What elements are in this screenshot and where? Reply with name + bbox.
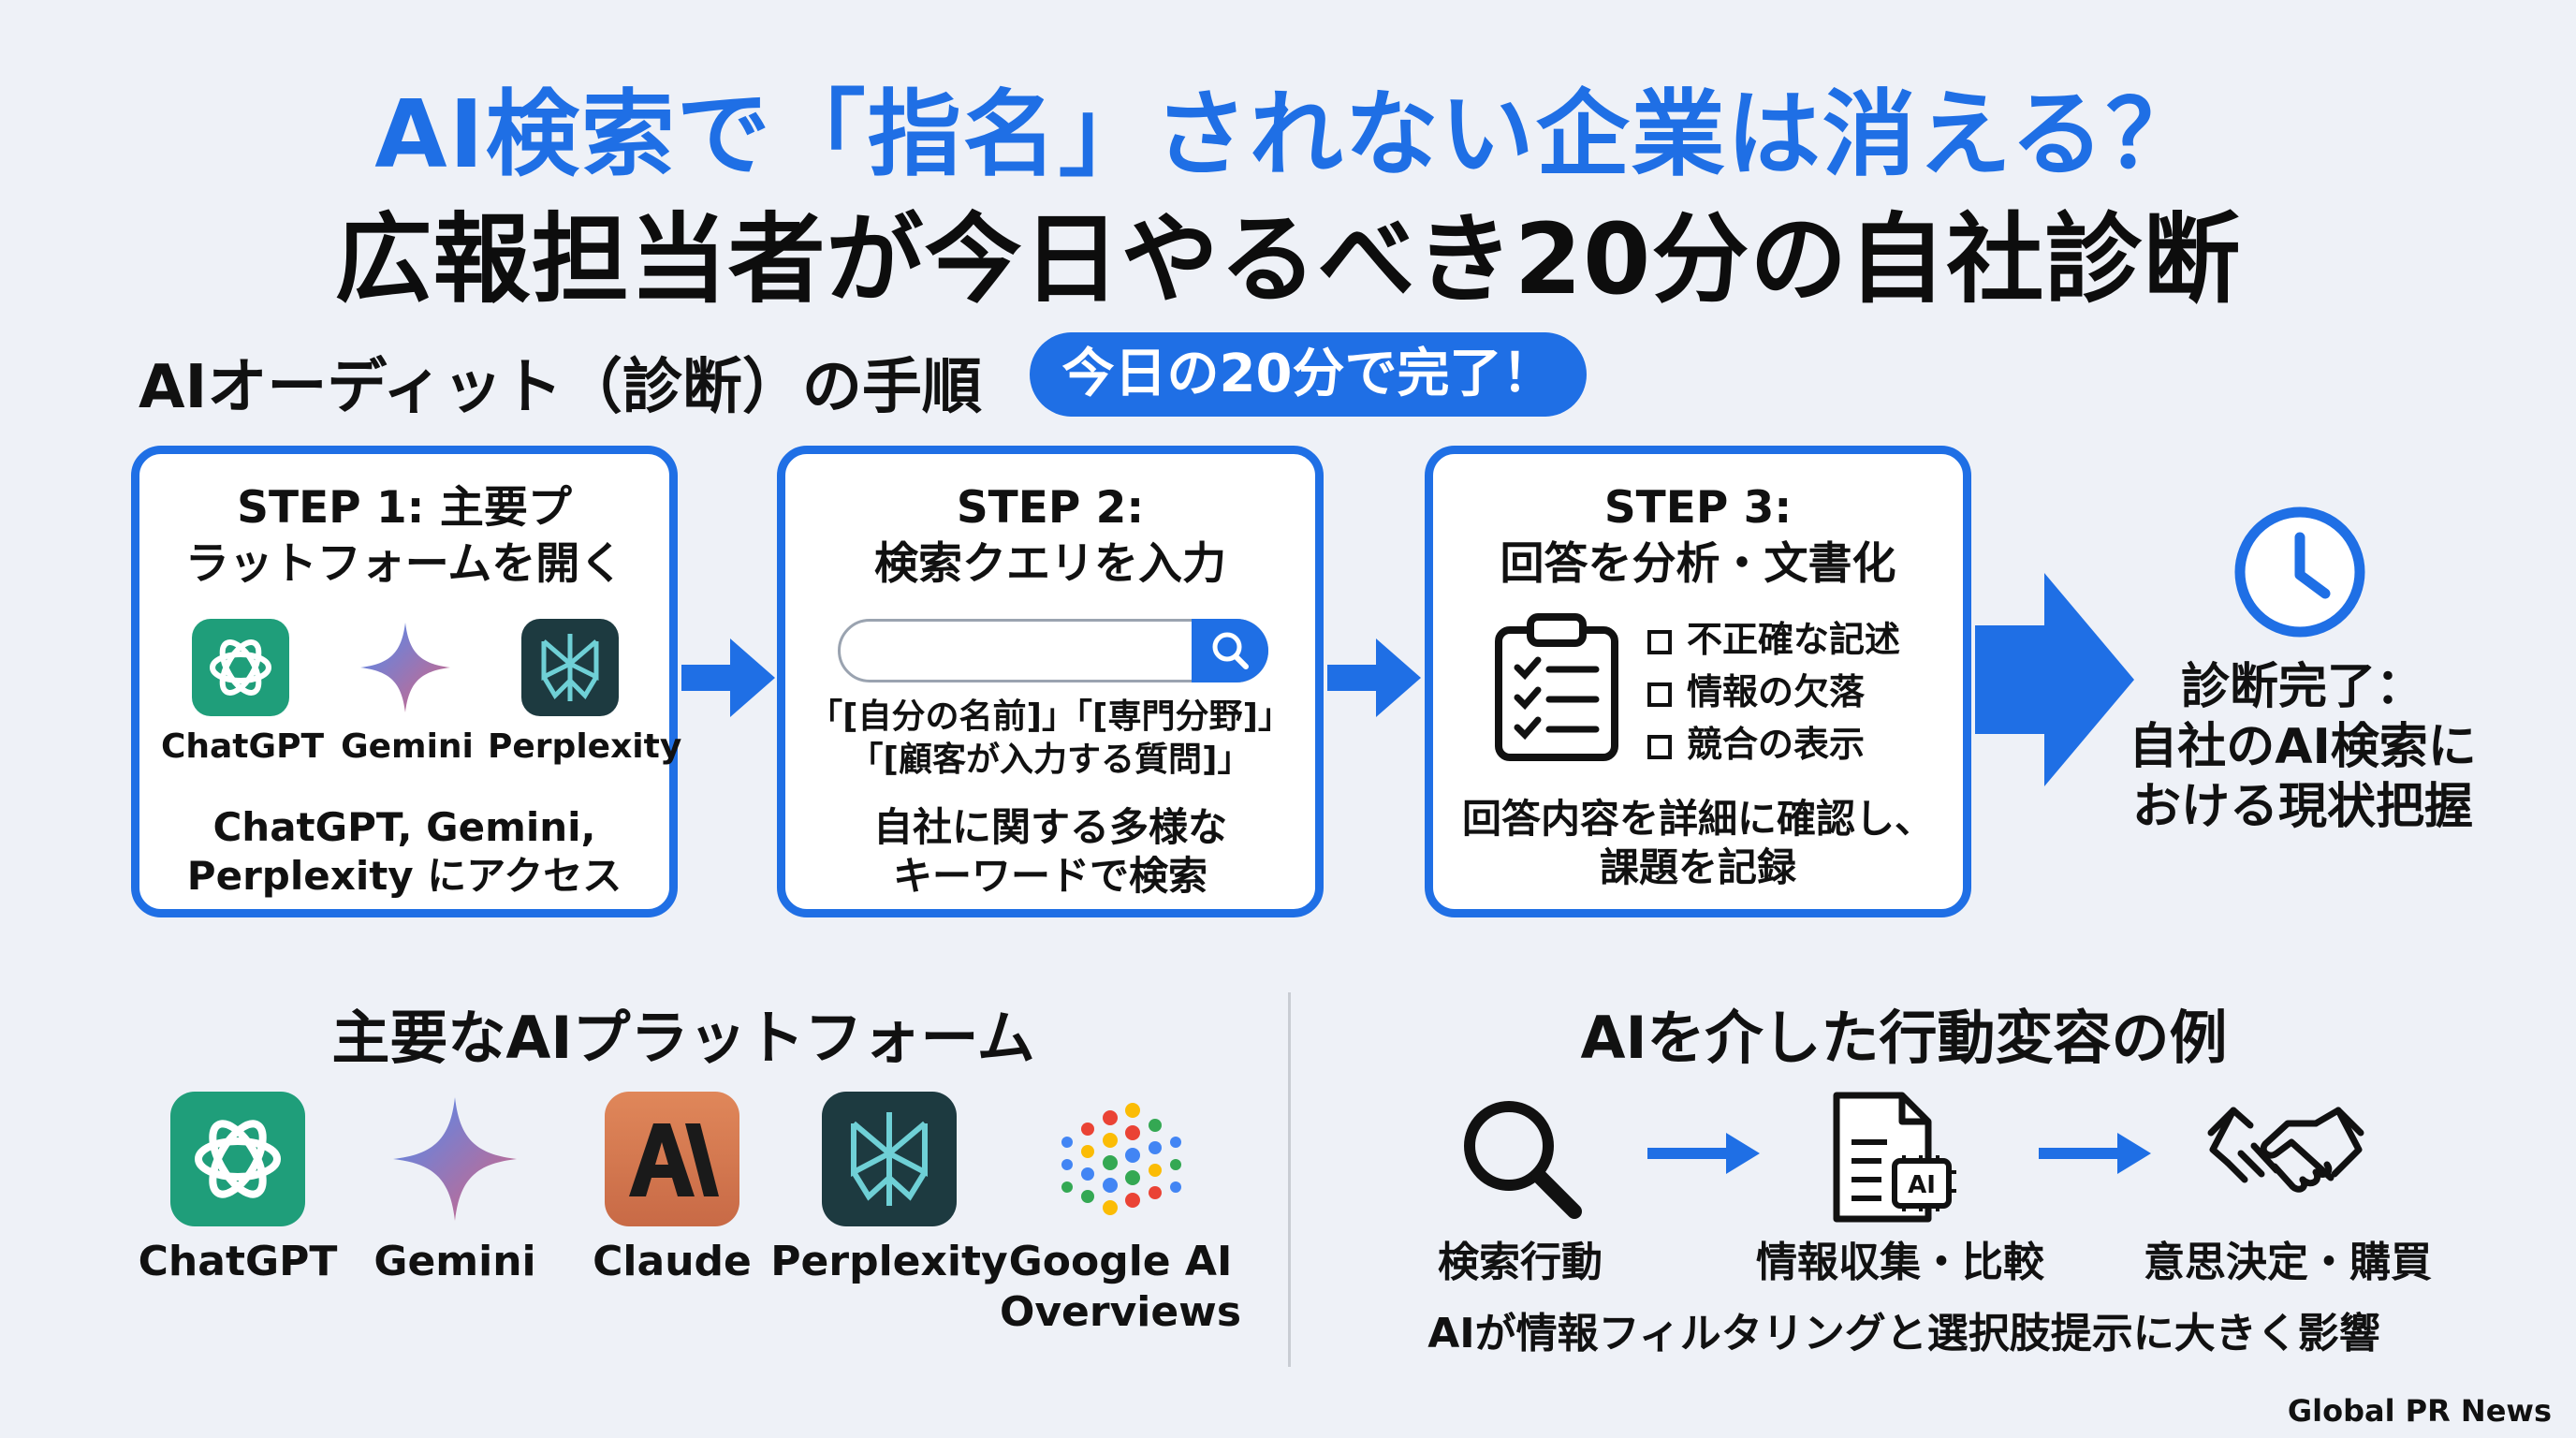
check-item-2: 情報の欠落 [1647,663,1865,714]
check-item-1: 不正確な記述 [1647,610,1900,662]
platform-label-google-line1: Google AI [1008,1238,1233,1285]
time-badge: 今日の20分で完了！ [1030,332,1587,417]
platform-label-google-line2: Overviews [999,1288,1242,1336]
arrow-right-icon [681,638,775,717]
platform-label-gemini: Gemini [373,1238,536,1285]
step2-query-line1: 「[自分の名前]」「[専門分野]」 [809,697,1292,736]
behavior-step-purchase: 意思決定・購買 [2144,1239,2432,1286]
behavior-step-search: 検索行動 [1438,1239,1603,1286]
step2-title-line1: STEP 2: [956,482,1145,534]
checkbox-icon [1647,682,1672,707]
magnifier-icon [1464,1101,1582,1219]
step2-query-line2: 「[顧客が入力する質問]」 [849,741,1251,779]
big-arrow-right-icon [1975,573,2134,786]
step2-desc-line1: 自社に関する多様な [872,804,1227,850]
step3-desc-line1: 回答内容を詳細に確認し、 [1461,796,1934,842]
checkbox-icon [1647,629,1672,654]
clock-icon [2234,506,2365,638]
gemini-icon [360,623,450,712]
arrow-right-icon [2039,1133,2151,1174]
perplexity-icon [521,619,619,716]
check-item-3: 競合の表示 [1647,715,1865,767]
checkbox-icon [1647,734,1672,759]
step2-title-line2: 検索クエリを入力 [874,538,1226,590]
step3-title-line1: STEP 3: [1603,482,1793,534]
arrow-right-icon [1647,1133,1760,1174]
platform-label-chatgpt: ChatGPT [138,1238,338,1285]
step3-title-line2: 回答を分析・文書化 [1500,538,1896,590]
section-divider [1288,992,1291,1367]
behavior-note: AIが情報フィルタリングと選択肢提示に大きく影響 [1427,1310,2380,1357]
search-button [1192,619,1268,682]
completion-text: 診断完了： 自社のAI検索に おける現状把握 [2129,659,2477,835]
behavior-heading: AIを介した行動変容の例 [1580,1004,2228,1072]
claude-icon [605,1092,739,1226]
behavior-step-research: 情報収集・比較 [1756,1239,2044,1286]
platform-label-perplexity: Perplexity [770,1238,1008,1285]
step1-logo-gemini: Gemini [341,727,474,766]
step1-card: STEP 1: 主要プ ラットフォームを開く ChatGPT Gemini Pe… [131,446,682,917]
footer-credit: Global PR News [2287,1393,2552,1429]
gemini-icon [393,1097,517,1221]
sub-title: 広報担当者が今日やるべき20分の自社診断 [334,202,2242,316]
step1-title-line1: STEP 1: 主要プ [237,482,572,534]
chatgpt-icon [192,619,289,716]
step2-card: STEP 2: 検索クエリを入力 「[自分の名前]」「[専門分野]」 「[顧客が… [777,446,1324,917]
step1-logo-chatgpt: ChatGPT [160,727,325,766]
ai-document-icon: AI [1833,1092,1956,1223]
audit-heading: AIオーディット（診断）の手順 [139,353,982,422]
arrow-right-icon [1327,638,1421,717]
handshake-icon [2207,1107,2364,1193]
step3-desc-line2: 課題を記録 [1599,844,1796,890]
perplexity-icon [822,1092,957,1226]
main-title: AI検索で「指名」されない企業は消える？ [374,80,2202,189]
google-ai-overviews-icon [1061,1103,1181,1215]
step2-desc-line2: キーワードで検索 [892,853,1208,899]
step1-logo-perplexity: Perplexity [488,727,682,766]
chatgpt-icon [170,1092,305,1226]
platform-label-claude: Claude [593,1238,752,1285]
search-icon [1212,632,1249,669]
step1-desc-line2: Perplexity にアクセス [186,853,622,899]
step3-card: STEP 3: 回答を分析・文書化 [1425,446,1971,917]
platforms-heading: 主要なAIプラットフォーム [331,1004,1035,1072]
svg-text:AI: AI [1908,1171,1936,1199]
step1-desc-line1: ChatGPT, Gemini, [212,804,596,850]
step1-title-line2: ラットフォームを開く [184,538,624,590]
clipboard-checklist-icon [1495,613,1618,761]
